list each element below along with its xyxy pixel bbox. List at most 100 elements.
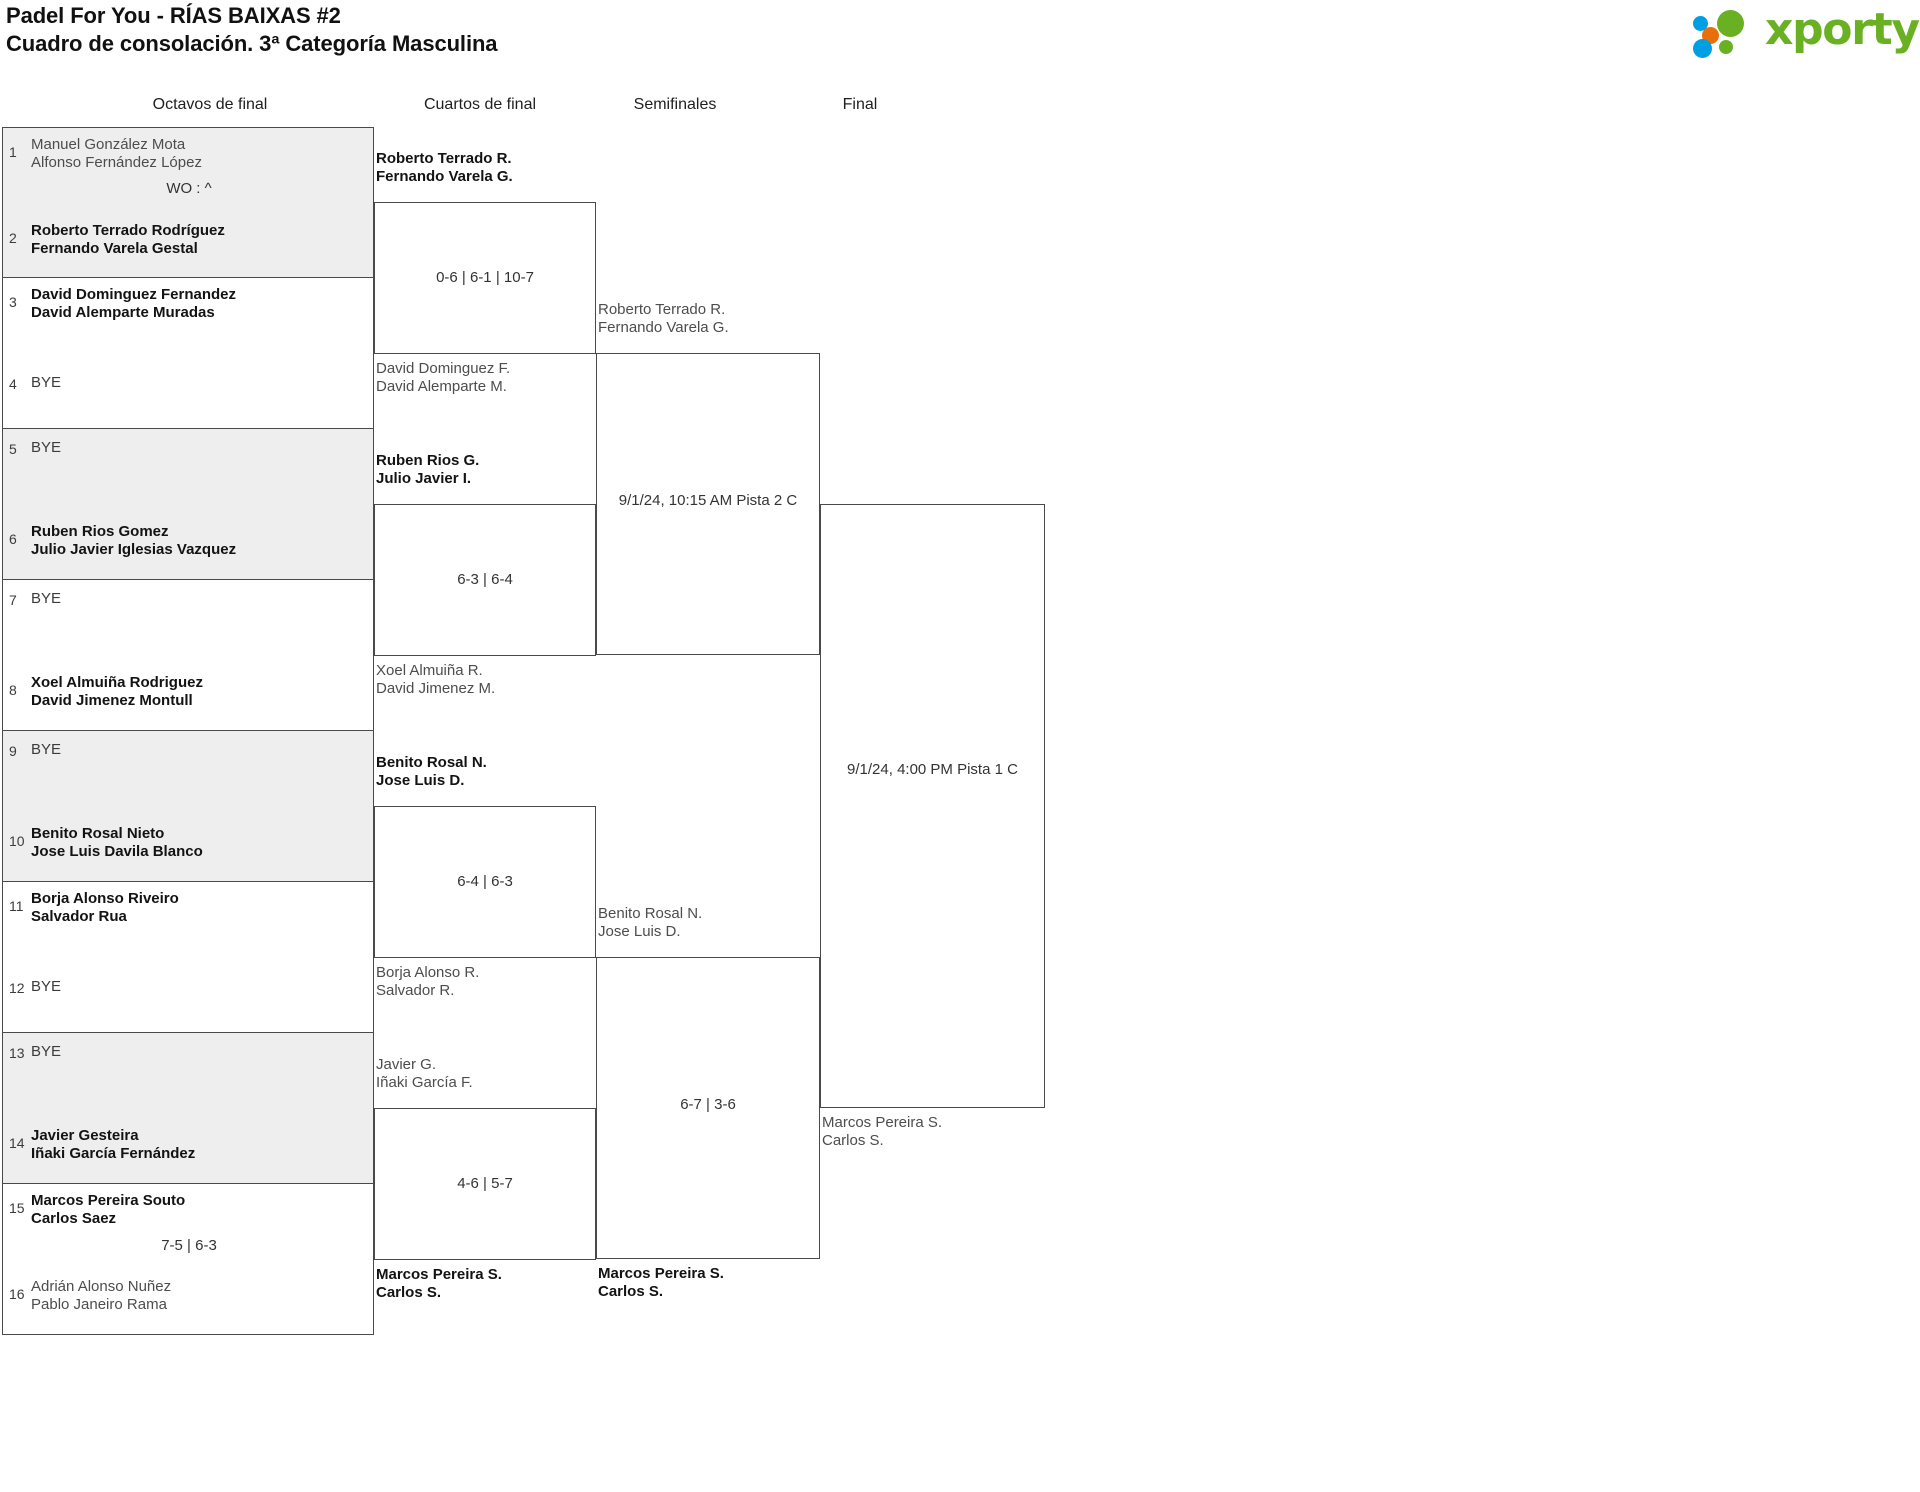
final-bottom-team-1-line2: Carlos S. [822,1131,884,1149]
cuartos-bottom-team-1: David Dominguez F.David Alemparte M. [376,360,510,395]
xporty-logo[interactable]: xporty [1693,4,1920,60]
octavos-team-3-line2: David Alemparte Muradas [31,303,215,321]
logo-wordmark: xporty [1765,4,1920,55]
octavos-team-7: BYE [31,590,61,608]
cuartos-top-team-4-line2: Iñaki García F. [376,1073,473,1091]
semifinal-match-1[interactable] [596,353,820,655]
cuartos-top-team-2-line2: Julio Javier I. [376,469,472,487]
cuartos-match-3[interactable] [374,806,596,958]
cuartos-bottom-team-4-line1: Marcos Pereira S. [376,1266,502,1283]
cuartos-bottom-team-3-line1: Borja Alonso R. [376,964,480,981]
cuartos-bottom-team-4-line2: Carlos S. [376,1283,442,1301]
round-header-cuartos: Cuartos de final [423,96,537,113]
octavos-team-3-line1: David Dominguez Fernandez [31,286,237,303]
cuartos-match-4[interactable] [374,1108,596,1260]
octavos-team-9-line1: BYE [31,741,62,758]
octavos-team-15-line1: Marcos Pereira Souto [31,1192,186,1209]
semifinal-score-2: 6-7 | 3-6 [680,1095,736,1113]
seed-number-11: 11 [9,898,24,914]
octavos-score-1: WO : ^ [166,180,212,197]
semifinal-top-team-1-line2: Fernando Varela G. [598,318,729,336]
semifinal-score-1: 9/1/24, 10:15 AM Pista 2 C [618,491,798,509]
cuartos-top-team-3-line1: Benito Rosal N. [376,754,487,771]
cuartos-top-team-3: Benito Rosal N.Jose Luis D. [376,754,487,789]
octavos-team-11-line1: Borja Alonso Riveiro [31,890,179,907]
octavos-team-6-line1: Ruben Rios Gomez [31,523,169,540]
seed-number-14: 14 [9,1135,25,1151]
cuartos-top-team-4: Javier G.Iñaki García F. [376,1056,473,1091]
cuartos-top-team-1-line2: Fernando Varela G. [376,167,513,185]
final-score-1: 9/1/24, 4:00 PM Pista 1 C [847,760,1018,778]
cuartos-bottom-team-1-line1: David Dominguez F. [376,360,511,377]
cuartos-top-team-1-line1: Roberto Terrado R. [376,150,512,167]
semifinal-bottom-team-2: Marcos Pereira S.Carlos S. [598,1265,724,1300]
octavos-team-11-line2: Salvador Rua [31,907,127,925]
cuartos-score-1: 0-6 | 6-1 | 10-7 [436,268,534,286]
octavos-score-8: 7-5 | 6-3 [161,1237,217,1254]
cuartos-match-1[interactable] [374,202,596,354]
cuartos-bottom-team-4: Marcos Pereira S.Carlos S. [376,1266,502,1301]
semifinal-top-team-1-line1: Roberto Terrado R. [598,301,726,318]
octavos-team-6-line2: Julio Javier Iglesias Vazquez [31,540,237,558]
seed-number-7: 7 [9,592,17,608]
semifinal-top-team-2-line2: Jose Luis D. [598,922,681,940]
octavos-team-1-line2: Alfonso Fernández López [31,153,202,171]
semifinal-top-team-2-line1: Benito Rosal N. [598,905,703,922]
octavos-team-16-line2: Pablo Janeiro Rama [31,1295,167,1313]
octavos-team-10-line2: Jose Luis Davila Blanco [31,842,203,860]
final-bottom-team-1: Marcos Pereira S.Carlos S. [822,1114,942,1149]
round-header-final: Final [842,96,878,113]
octavos-team-5: BYE [31,439,61,457]
seed-number-2: 2 [9,230,17,246]
octavos-team-13: BYE [31,1043,61,1061]
octavos-team-1-line1: Manuel González Mota [31,136,186,153]
seed-number-15: 15 [9,1200,25,1216]
octavos-team-14-line1: Javier Gesteira [31,1127,139,1144]
octavos-team-15-line2: Carlos Saez [31,1209,117,1227]
semifinal-match-2[interactable] [596,957,820,1259]
cuartos-score-2: 6-3 | 6-4 [457,570,513,588]
octavos-team-2-line1: Roberto Terrado Rodríguez [31,222,225,239]
octavos-team-9: BYE [31,741,61,759]
seed-number-9: 9 [9,743,17,759]
octavos-team-8-line1: Xoel Almuiña Rodriguez [31,674,203,691]
octavos-team-14-line2: Iñaki García Fernández [31,1144,196,1162]
seed-number-8: 8 [9,682,17,698]
cuartos-top-team-4-line1: Javier G. [376,1056,437,1073]
tournament-name: Padel For You - RÍAS BAIXAS #2 [6,3,341,28]
final-match-1[interactable] [820,504,1045,1108]
seed-number-16: 16 [9,1286,25,1302]
semifinal-top-team-1: Roberto Terrado R.Fernando Varela G. [598,301,729,336]
octavos-team-4: BYE [31,374,61,392]
cuartos-match-2[interactable] [374,504,596,656]
octavos-team-2-line2: Fernando Varela Gestal [31,239,198,257]
octavos-team-13-line1: BYE [31,1043,62,1060]
octavos-team-7-line1: BYE [31,590,62,607]
semifinal-bottom-team-2-line2: Carlos S. [598,1282,664,1300]
seed-number-13: 13 [9,1045,25,1061]
seed-number-12: 12 [9,980,25,996]
semifinal-bottom-team-2-line1: Marcos Pereira S. [598,1265,724,1282]
cuartos-bottom-team-2: Xoel Almuiña R.David Jimenez M. [376,662,495,697]
seed-number-5: 5 [9,441,17,457]
seed-number-6: 6 [9,531,17,547]
cuartos-top-team-2-line1: Ruben Rios G. [376,452,480,469]
logo-dots-icon [1693,10,1763,58]
